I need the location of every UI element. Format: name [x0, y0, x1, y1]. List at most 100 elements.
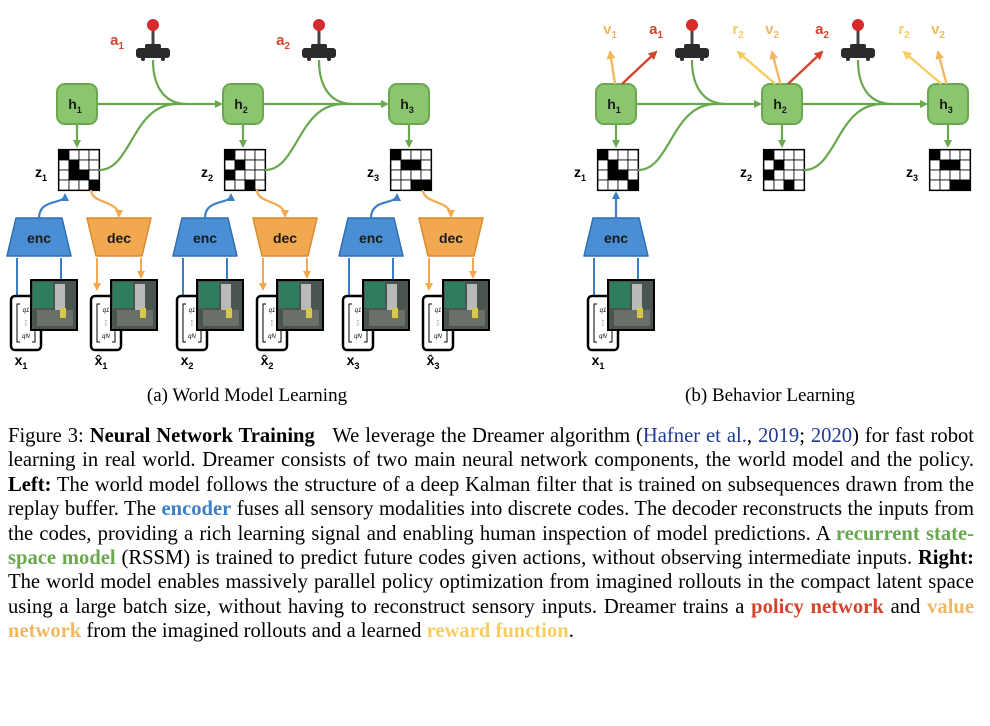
grid-cell: [793, 179, 805, 191]
grid-cell: [939, 179, 951, 191]
grid-cell: [607, 169, 619, 181]
vector-entry: q1: [435, 308, 442, 314]
rssm-hidden-node: h3: [927, 83, 969, 125]
camera-image-detail: [135, 284, 145, 314]
camera-image-detail: [369, 310, 405, 326]
decoder-shape: [86, 217, 152, 257]
grid-cell: [783, 149, 795, 161]
grid-cell: [390, 169, 402, 181]
hidden-label: h3: [400, 96, 414, 115]
vector-entry: qN: [22, 334, 30, 340]
grid-cell: [617, 159, 629, 171]
grid-cell: [244, 169, 256, 181]
v-output-label: v2: [931, 21, 945, 41]
decoder-shape: [252, 217, 318, 257]
figure-label: Figure 3:: [8, 425, 84, 447]
encoder: enc: [6, 217, 72, 257]
citation-link[interactable]: Hafner et al.: [642, 425, 747, 447]
caption-text: ) for fast robot learning in real world.…: [8, 425, 975, 472]
joystick-foot: [327, 57, 331, 61]
grid-cell: [949, 179, 961, 191]
grid-cell: [929, 159, 941, 171]
rssm-hidden-node: h2: [222, 83, 264, 125]
camera-image-detail: [632, 284, 642, 314]
enc-to-z-arrow: [203, 193, 235, 219]
grid-cell: [234, 169, 246, 181]
encoder: enc: [338, 217, 404, 257]
v-output-label: v2: [765, 21, 779, 41]
a-output-arrow: [787, 50, 824, 85]
vector-entry: ⋮: [189, 320, 196, 327]
joystick-knob: [852, 19, 864, 31]
grid-cell: [617, 179, 629, 191]
joystick-knob: [147, 19, 159, 31]
encoder-label: enc: [193, 230, 217, 246]
reward-word: reward function: [426, 620, 569, 643]
latent-code-grid: [762, 148, 806, 192]
hidden-box: [595, 83, 637, 125]
joystick-base: [675, 48, 709, 58]
grid-cell: [763, 169, 775, 181]
camera-image-detail: [387, 284, 397, 314]
joystick-foot: [680, 57, 684, 61]
grid-cell: [597, 179, 609, 191]
camera-image-detail: [60, 308, 66, 318]
grid-cell: [68, 169, 80, 181]
caption-text: The world model follows the structure of…: [8, 473, 974, 521]
grid-cell: [78, 159, 90, 171]
v-output-label: v1: [603, 21, 617, 41]
grid-cell: [597, 149, 609, 161]
camera-image-detail: [117, 310, 153, 326]
grid-cell: [420, 159, 432, 171]
caption-text: and: [883, 595, 928, 618]
grid-cell: [88, 159, 100, 171]
caption-title: Neural Network Training: [89, 425, 315, 447]
caption-text: from the imagined rollouts and a learned: [81, 620, 427, 643]
latent-label: z2: [740, 164, 752, 183]
citation-year-link[interactable]: 2019: [758, 425, 800, 447]
z-to-next-h-curve: [637, 102, 717, 172]
a-output-label: a2: [815, 21, 829, 41]
encoder: enc: [172, 217, 238, 257]
vector-entry: q1: [103, 308, 110, 314]
vector-entry: ⋮: [600, 320, 607, 327]
caption-text: fuses all sensory modalities into discre…: [8, 498, 974, 545]
a-output-label: a1: [649, 21, 663, 41]
encoder-shape: [583, 217, 649, 257]
decoder: dec: [86, 217, 152, 257]
vector-entry: qN: [354, 334, 362, 340]
grid-cell: [939, 149, 951, 161]
camera-image-detail: [283, 310, 319, 326]
caption-text: (RSSM) is trained to predict future code…: [115, 547, 918, 570]
grid-cell: [410, 159, 422, 171]
latent-label: z1: [574, 164, 586, 183]
grid-cell: [773, 159, 785, 171]
encoder-label: enc: [27, 230, 51, 246]
grid-cell: [939, 169, 951, 181]
hidden-box: [927, 83, 969, 125]
latent-code-grid: [596, 148, 640, 192]
observation-icons: q1⋮qN: [341, 279, 410, 352]
vector-entry: ⋮: [355, 320, 362, 327]
vector-entry: q1: [23, 308, 30, 314]
grid-cell: [793, 169, 805, 181]
joystick-icon: [841, 19, 875, 61]
v-output-arrow: [769, 50, 782, 85]
rssm-hidden-node: h1: [595, 83, 637, 125]
reconstruction-label: x̂3: [427, 352, 440, 371]
camera-image-detail: [306, 308, 312, 318]
grid-cell: [224, 179, 236, 191]
latent-label: z2: [201, 164, 213, 183]
enc-to-z-arrow: [37, 193, 69, 219]
camera-image-detail: [221, 284, 231, 314]
camera-image-detail: [301, 284, 311, 314]
joystick-base: [302, 48, 336, 58]
camera-image-detail: [113, 282, 133, 308]
camera-image-detail: [226, 308, 232, 318]
joystick-foot: [307, 57, 311, 61]
action-to-h-curve: [317, 59, 354, 106]
vector-entry: qN: [268, 334, 276, 340]
grid-cell: [939, 159, 951, 171]
citation-year-link[interactable]: 2020: [810, 425, 853, 447]
